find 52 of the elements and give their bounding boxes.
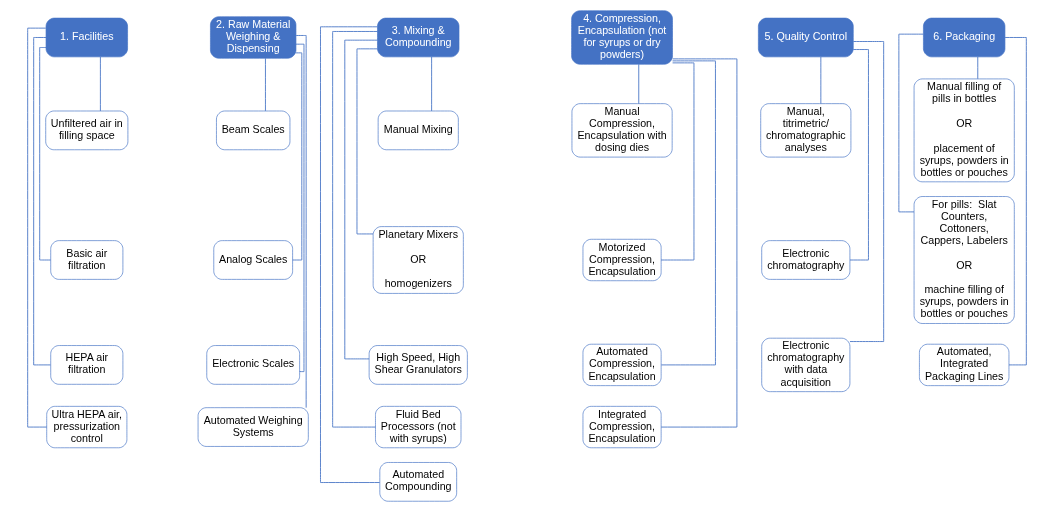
connector xyxy=(291,52,302,261)
node-box: Automated Compounding xyxy=(379,462,457,502)
node-box: Electronic Scales xyxy=(205,345,300,385)
node-box: 3. Mixing & Compounding xyxy=(376,17,459,58)
node-box: Planetary Mixers OR homogenizers xyxy=(372,226,464,294)
connector xyxy=(38,47,51,261)
connector xyxy=(343,39,378,360)
connector xyxy=(897,33,924,213)
connector xyxy=(819,56,821,104)
connector xyxy=(331,31,378,428)
connector xyxy=(660,62,694,261)
node-box: Ultra HEPA air, pressurization control xyxy=(45,406,127,449)
connector xyxy=(660,60,716,366)
node-box: Motorized Compression, Encapsulation xyxy=(582,238,661,282)
connector xyxy=(26,27,47,428)
node-box: Analog Scales xyxy=(212,240,293,280)
node-box: Basic air filtration xyxy=(49,240,123,280)
node-box: Automated Weighing Systems xyxy=(197,407,309,447)
connector xyxy=(264,57,266,112)
node-box: Automated Compression, Encapsulation xyxy=(582,343,661,386)
node-box: Unfiltered air in filling space xyxy=(44,110,128,151)
node-box: Integrated Compression, Encapsulation xyxy=(582,406,661,449)
connector xyxy=(637,63,639,104)
connector xyxy=(319,26,380,483)
connector xyxy=(295,35,307,409)
connector xyxy=(660,58,737,428)
connector xyxy=(295,43,304,373)
node-box: Electronic chromatography with data acquisition xyxy=(760,337,850,392)
node-box: Beam Scales xyxy=(215,110,290,151)
connector xyxy=(1004,37,1027,366)
connector xyxy=(849,41,884,342)
connector xyxy=(99,56,101,112)
node-box: Manual Mixing xyxy=(377,110,459,151)
node-box: For pills: Slat Counters, Cottoners, Cappers, Labelers OR machine filling of syrups, powders in bottles or pouches xyxy=(913,196,1015,324)
connector xyxy=(976,56,978,80)
node-box: 6. Packaging xyxy=(922,17,1005,58)
node-box: Fluid Bed Processors (not with syrups) xyxy=(374,406,461,449)
node-box: 2. Raw Material Weighing & Dispensing xyxy=(209,16,296,59)
connector xyxy=(356,48,378,235)
node-box: Manual filling of pills in bottles OR placement of syrups, powders in bottles or pouches xyxy=(913,78,1015,183)
node-box: HEPA air filtration xyxy=(49,345,123,385)
node-box: Automated, Integrated Packaging Lines xyxy=(918,343,1009,386)
node-box: 1. Facilities xyxy=(45,17,128,58)
node-box: 5. Quality Control xyxy=(757,17,854,58)
node-box: 4. Compression, Encapsulation (not for syrups or dry powders) xyxy=(570,10,673,65)
node-box: Manual Compression, Encapsulation with dosing dies xyxy=(571,103,672,158)
connector xyxy=(430,56,432,112)
connector xyxy=(32,37,51,366)
connector xyxy=(849,49,869,261)
node-box: Electronic chromatography xyxy=(760,240,850,280)
node-box: High Speed, High Shear Granulators xyxy=(368,345,468,385)
node-box: Manual, titrimetric/ chromatographic analyses xyxy=(759,103,851,158)
